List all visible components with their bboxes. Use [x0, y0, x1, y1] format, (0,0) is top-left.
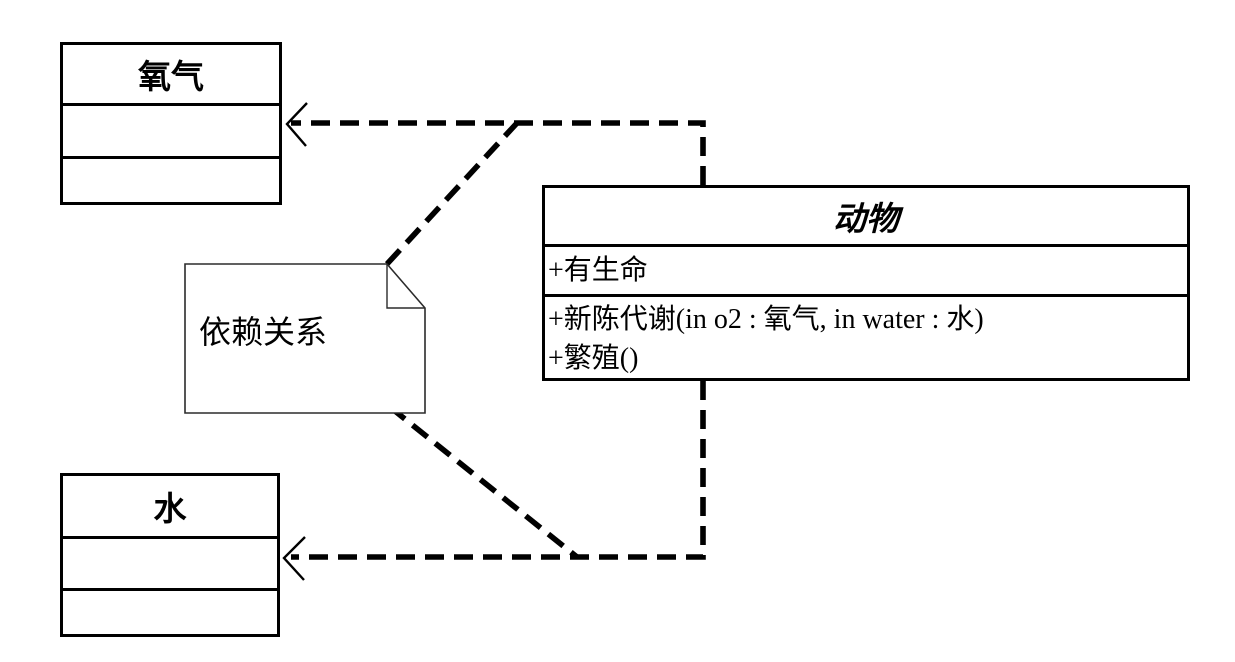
class-name-oxygen: 氧气	[138, 60, 204, 96]
class-operations-water	[63, 588, 277, 634]
attribute-item: +有生命	[548, 254, 648, 286]
dependency-line-animal-water	[291, 381, 706, 560]
class-box-oxygen: 氧气	[60, 42, 282, 205]
operation-item: +繁殖()	[548, 343, 639, 374]
open-arrowhead-icon	[285, 102, 308, 147]
note-anchor-line-top	[384, 121, 520, 266]
note-shape	[184, 263, 426, 414]
open-arrowhead-icon	[282, 536, 306, 581]
class-attributes-oxygen	[63, 103, 279, 156]
note-text: 依赖关系	[199, 314, 328, 350]
class-operations-oxygen	[63, 156, 279, 202]
class-attributes-water	[63, 536, 277, 588]
class-box-animal: 动物 +有生命 +新陈代谢(in o2 : 氧气, in water : 水) …	[542, 185, 1190, 381]
dependency-line-animal-oxygen	[291, 120, 706, 185]
operation-item: +新陈代谢(in o2 : 氧气, in water : 水)	[548, 304, 984, 335]
class-operations-animal: +新陈代谢(in o2 : 氧气, in water : 水) +繁殖()	[545, 294, 1187, 378]
class-name-water: 水	[153, 492, 187, 528]
class-box-water: 水	[60, 473, 280, 637]
note-anchor-line-bottom	[388, 404, 579, 560]
class-name-animal: 动物	[833, 201, 899, 238]
note-fold-icon	[386, 264, 425, 309]
class-attributes-animal: +有生命	[545, 243, 1187, 294]
